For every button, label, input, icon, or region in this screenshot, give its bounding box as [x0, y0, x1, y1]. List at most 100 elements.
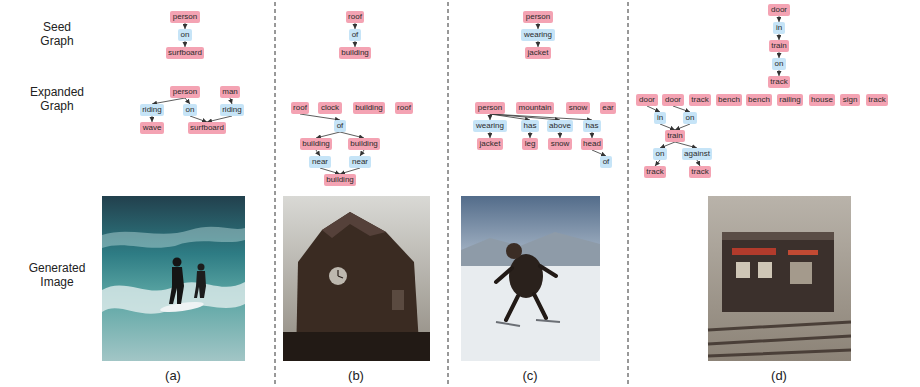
generated-image-a [102, 196, 245, 361]
object-node: sign [840, 94, 860, 106]
surfer [173, 258, 182, 267]
node-text: jacket [528, 48, 549, 57]
panel-label: (d) [759, 369, 799, 384]
label-text: (c) [522, 368, 537, 383]
object-node: track [689, 166, 711, 178]
node-text: snow [569, 103, 588, 112]
relation-node: of [349, 29, 361, 41]
node-text: jacket [480, 139, 501, 148]
object-node: track [768, 76, 790, 88]
node-text: wave [143, 123, 162, 132]
object-node: building [324, 174, 357, 186]
object-node: jacket [477, 138, 503, 150]
node-text: roof [348, 12, 362, 21]
train-stripe [788, 250, 818, 255]
object-node: door [768, 4, 789, 16]
panel-label: (a) [153, 369, 193, 384]
relation-node: has [583, 120, 601, 132]
relation-arrow [300, 114, 340, 120]
node-text: building [302, 139, 330, 148]
object-node: train [769, 40, 790, 52]
label-text: (b) [348, 368, 364, 383]
object-node: train [665, 130, 686, 142]
node-text: on [775, 59, 784, 68]
node-text: near [352, 157, 368, 166]
skier-head [506, 243, 522, 259]
panel-label: (b) [336, 369, 376, 384]
object-node: ear [600, 102, 617, 114]
object-node: person [475, 102, 504, 114]
clock [329, 267, 347, 285]
relation-node: near [349, 156, 370, 168]
object-node: snow [548, 138, 572, 150]
node-text: above [549, 121, 571, 130]
node-text: surfboard [168, 48, 202, 57]
relation-node: against [682, 148, 713, 160]
object-node: roof [291, 102, 310, 114]
node-text: person [173, 12, 197, 21]
node-text: riding [222, 105, 242, 114]
node-text: door [665, 95, 681, 104]
skier-limbs [496, 266, 556, 320]
node-text: building [355, 103, 383, 112]
node-text: near [312, 157, 328, 166]
node-text: building [326, 175, 354, 184]
object-node: head [581, 138, 604, 150]
divider-line [275, 2, 276, 385]
relation-node: on [683, 112, 697, 124]
node-text: clock [321, 103, 339, 112]
node-text: building [341, 48, 369, 57]
relation-node: riding [220, 104, 245, 116]
label-text: Seed Graph [40, 20, 73, 48]
node-text: in [657, 113, 663, 122]
relation-node: above [547, 120, 574, 132]
node-text: wearing [524, 30, 552, 39]
object-node: person [523, 11, 552, 23]
window [392, 290, 404, 310]
object-node: clock [318, 102, 341, 114]
node-text: of [337, 121, 344, 130]
node-text: building [350, 139, 378, 148]
node-text: person [173, 87, 197, 96]
surfer [194, 271, 206, 298]
node-text: track [691, 95, 708, 104]
object-node: house [809, 94, 836, 106]
wave [102, 227, 245, 248]
object-node: track [689, 94, 711, 106]
node-text: door [639, 95, 655, 104]
object-node: surfboard [166, 47, 205, 59]
roof [322, 212, 386, 238]
node-text: bench [748, 95, 770, 104]
generated-image-b [283, 196, 430, 361]
object-node: leg [522, 138, 538, 150]
relation-node: on [183, 104, 197, 116]
generated-image-d [708, 196, 851, 361]
node-text: wearing [476, 121, 504, 130]
node-text: against [684, 149, 710, 158]
node-text: track [691, 167, 708, 176]
node-text: track [646, 167, 663, 176]
label-text: Generated Image [29, 261, 86, 289]
object-node: bench [716, 94, 743, 106]
relation-node: wearing [521, 29, 554, 41]
object-node: jacket [525, 47, 551, 59]
node-text: snow [551, 139, 570, 148]
object-node: bench [746, 94, 773, 106]
train-roof [722, 232, 834, 240]
skier [509, 254, 543, 298]
node-text: mountain [519, 103, 552, 112]
relation-node: on [653, 148, 667, 160]
rail-track [708, 322, 851, 356]
relation-node: has [521, 120, 539, 132]
divider-line [628, 2, 629, 385]
relation-node: wearing [473, 120, 506, 132]
relation-node: in [654, 112, 665, 124]
object-node: track [866, 94, 888, 106]
node-text: head [583, 139, 601, 148]
panel-label: (c) [510, 369, 550, 384]
object-node: mountain [516, 102, 554, 114]
train [722, 238, 834, 312]
node-text: of [352, 30, 359, 39]
skis [496, 320, 560, 326]
ground [283, 332, 430, 361]
